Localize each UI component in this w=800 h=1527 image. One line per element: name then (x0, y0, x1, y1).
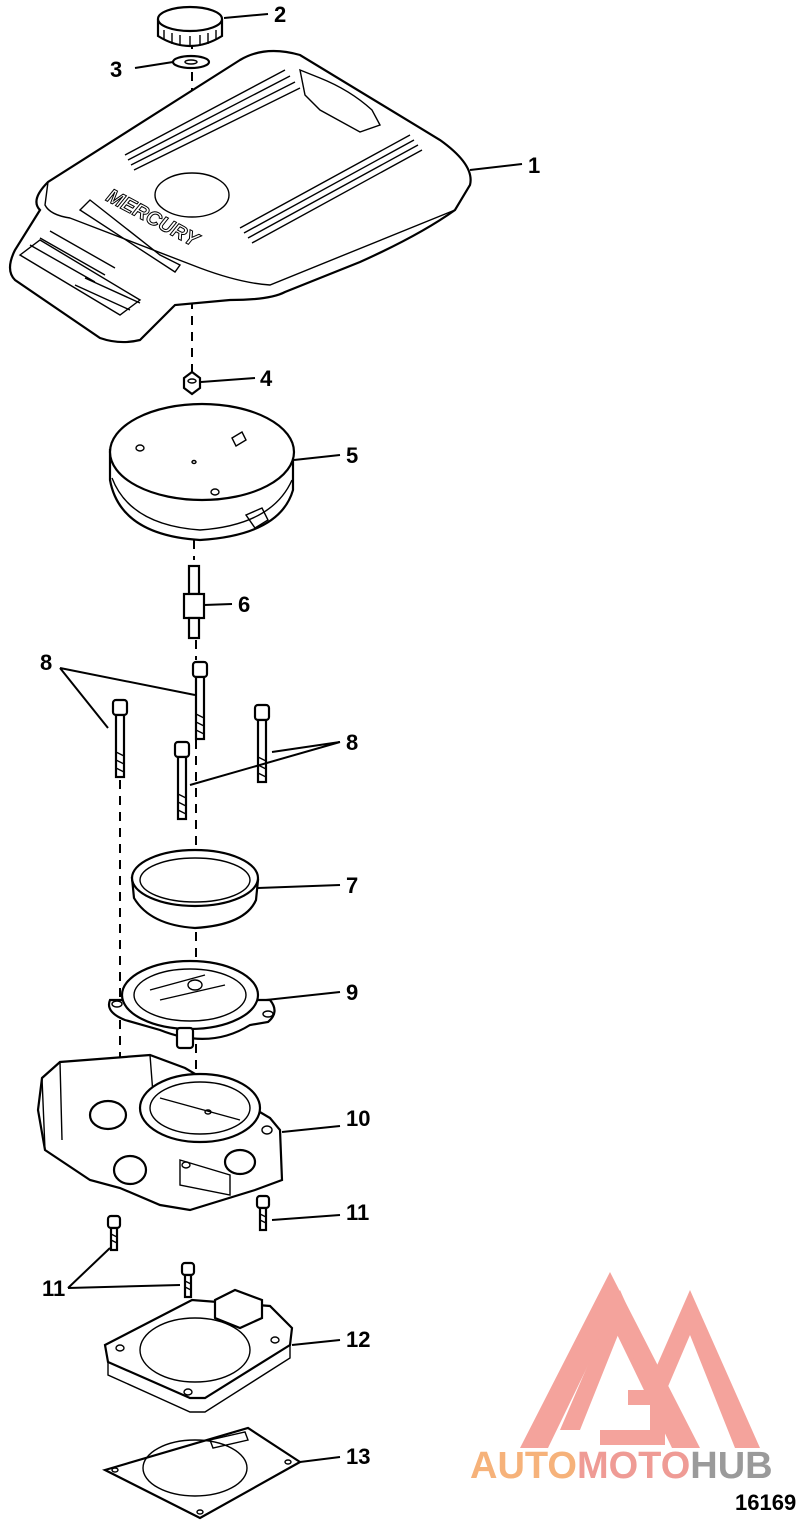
leader-8-lower (189, 741, 341, 786)
leader-3 (134, 61, 174, 69)
leader-5 (293, 454, 341, 461)
part-8-bolts (111, 660, 271, 821)
callout-8-lower: 8 (346, 730, 358, 755)
part-9-adapter (107, 959, 276, 1050)
callout-11-left: 11 (42, 1276, 65, 1301)
callout-5: 5 (346, 443, 358, 468)
part-11-screws (106, 1194, 271, 1299)
screw-left (106, 1214, 122, 1252)
leader-6 (203, 603, 233, 606)
leader-11-left (67, 1247, 181, 1289)
leader-10 (281, 1125, 341, 1133)
leader-8-upper (59, 667, 196, 729)
leader-2 (223, 13, 269, 19)
callout-9: 9 (346, 980, 358, 1005)
watermark-text-auto: AUTO (470, 1445, 577, 1487)
callout-3: 3 (110, 57, 122, 82)
callout-6: 6 (238, 592, 250, 617)
part-1-engine-cover: MERCURY (8, 49, 472, 344)
part-12-spacer (103, 1288, 294, 1413)
callout-13: 13 (346, 1444, 370, 1469)
leader-4 (200, 377, 256, 383)
part-5-air-silencer (108, 402, 296, 542)
part-7-ring-gasket (130, 848, 260, 930)
leader-11-right (271, 1214, 341, 1221)
watermark-text-hub: HUB (690, 1445, 772, 1487)
callout-12: 12 (346, 1327, 370, 1352)
part-13-gasket (102, 1426, 303, 1520)
leader-9 (265, 991, 341, 1001)
watermark-m-icon (560, 1290, 760, 1448)
bolt-right (253, 703, 271, 784)
part-10-throttle-body (36, 1053, 284, 1212)
watermark-logo (520, 1272, 760, 1448)
figure-number: 16169 (735, 1490, 796, 1515)
bolt-center-front (173, 740, 191, 821)
callout-10: 10 (346, 1106, 370, 1131)
callout-1: 1 (528, 153, 540, 178)
part-3-washer (171, 54, 211, 70)
callout-2: 2 (274, 2, 286, 27)
bolt-center-back (191, 660, 209, 741)
watermark-text-moto: MOTO (577, 1445, 690, 1487)
part-2-cap (156, 5, 224, 47)
bolt-left (111, 698, 129, 779)
leader-13 (299, 1456, 341, 1463)
leader-12 (291, 1339, 341, 1346)
part-4-nut (182, 370, 202, 396)
callout-11-right: 11 (346, 1200, 369, 1225)
screw-right (255, 1194, 271, 1232)
part-6-stud (182, 564, 206, 640)
callout-4: 4 (260, 366, 273, 391)
callout-8-upper: 8 (40, 650, 52, 675)
callout-7: 7 (346, 873, 358, 898)
screw-center (180, 1261, 196, 1299)
leader-7 (257, 884, 341, 889)
watermark-g-icon (600, 1390, 665, 1445)
leader-1 (469, 163, 523, 171)
watermark-text: AUTOMOTOHUB (470, 1445, 773, 1487)
